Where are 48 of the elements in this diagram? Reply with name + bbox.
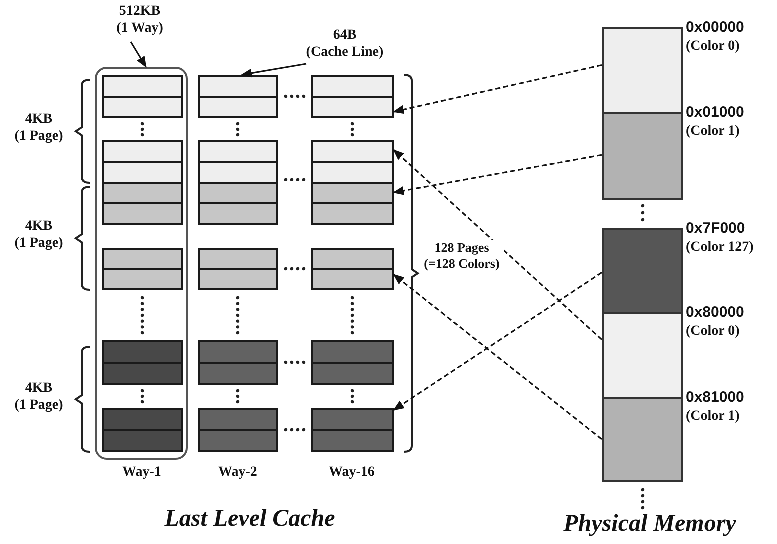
dashed-arrow: [392, 64, 602, 114]
cache-block: [102, 248, 183, 290]
cache-block: [311, 248, 394, 290]
cache-block: [311, 75, 394, 118]
memory-page-block: [602, 27, 683, 114]
cache-block: [311, 140, 394, 225]
cache-block: [198, 248, 278, 290]
color-label: (Color 0): [686, 39, 740, 55]
dashed-arrow: [393, 274, 602, 440]
memory-page-block: [602, 397, 683, 482]
cache-block: [311, 340, 394, 385]
cache-block: [198, 408, 278, 452]
size-label: 4KB (1 Page): [14, 219, 64, 253]
cache-block: [102, 75, 183, 118]
address-label: 0x81000: [686, 389, 744, 406]
size-label: 4KB (1 Page): [14, 381, 64, 415]
address-label: 0x01000: [686, 104, 744, 121]
cache-block: [198, 75, 278, 118]
cache-block: [311, 408, 394, 452]
way-label: Way-2: [218, 465, 258, 482]
cache-block: [198, 340, 278, 385]
address-label: 0x00000: [686, 19, 744, 36]
cache-block: [198, 140, 278, 225]
cache-block: [102, 340, 183, 385]
memory-page-block: [602, 312, 683, 399]
callout-label: 512KB (1 Way): [95, 4, 185, 42]
memory-page-block: [602, 112, 683, 200]
address-label: 0x80000: [686, 304, 744, 321]
way-label: Way-16: [328, 465, 376, 482]
color-label: (Color 0): [686, 324, 740, 340]
cache-block: [102, 408, 183, 452]
callout-label: 64B (Cache Line): [290, 28, 400, 64]
dashed-arrow: [393, 149, 603, 340]
section-title: Physical Memory: [562, 510, 738, 539]
dashed-arrow: [393, 272, 602, 411]
cache-block: [102, 140, 183, 225]
color-label: (Color 1): [686, 409, 740, 425]
arrow: [130, 42, 147, 68]
way-frame: [95, 67, 188, 460]
color-label: (Color 1): [686, 124, 740, 140]
memory-page-block: [602, 228, 683, 314]
arrow: [240, 63, 307, 78]
way-label: Way-1: [122, 465, 162, 482]
address-label: 0x7F000: [686, 220, 746, 237]
section-title: Last Level Cache: [164, 505, 336, 534]
color-label: (Color 127): [686, 240, 754, 256]
dashed-arrow: [392, 154, 602, 196]
size-label: 4KB (1 Page): [14, 112, 64, 146]
